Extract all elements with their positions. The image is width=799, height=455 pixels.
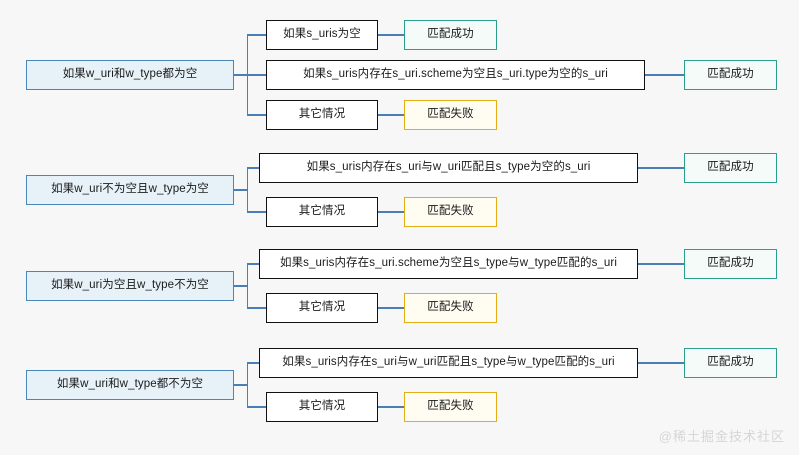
connector-arm-3-2 — [247, 307, 266, 309]
connector-arm-2-2 — [247, 211, 266, 213]
case-node-4-1[interactable]: 如果s_uris内存在s_uri与w_uri匹配且s_type与w_type匹配… — [259, 348, 638, 378]
connector-arm-2-1 — [247, 167, 259, 169]
connector-spine-4 — [247, 363, 249, 407]
connector-spine-2 — [247, 168, 249, 212]
connector-arm-1-1 — [247, 34, 266, 36]
case-node-3-2[interactable]: 其它情况 — [266, 293, 378, 323]
connector-result-1-3 — [378, 114, 404, 116]
connector-root-stem-4 — [234, 384, 247, 386]
connector-result-2-1 — [638, 167, 684, 169]
result-node-failure-3-2[interactable]: 匹配失败 — [404, 293, 497, 323]
result-node-failure-1-3[interactable]: 匹配失败 — [404, 100, 497, 130]
result-node-failure-4-2[interactable]: 匹配失败 — [404, 392, 497, 422]
result-node-success-2-1[interactable]: 匹配成功 — [684, 153, 777, 183]
root-node-2[interactable]: 如果w_uri不为空且w_type为空 — [26, 175, 234, 205]
case-node-4-2[interactable]: 其它情况 — [266, 392, 378, 422]
case-node-1-3[interactable]: 其它情况 — [266, 100, 378, 130]
connector-result-1-2 — [645, 74, 684, 76]
watermark: @稀土掘金技术社区 — [658, 429, 785, 444]
connector-root-stem-2 — [234, 189, 247, 191]
result-node-success-3-1[interactable]: 匹配成功 — [684, 249, 777, 279]
connector-result-1-1 — [378, 34, 404, 36]
connector-spine-3 — [247, 264, 249, 308]
result-node-success-4-1[interactable]: 匹配成功 — [684, 348, 777, 378]
case-node-2-1[interactable]: 如果s_uris内存在s_uri与w_uri匹配且s_type为空的s_uri — [259, 153, 638, 183]
connector-arm-1-2 — [247, 74, 266, 76]
connector-root-stem-3 — [234, 285, 247, 287]
case-node-3-1[interactable]: 如果s_uris内存在s_uri.scheme为空且s_type与w_type匹… — [259, 249, 638, 279]
connector-arm-4-2 — [247, 406, 266, 408]
connector-result-4-2 — [378, 406, 404, 408]
connector-arm-1-3 — [247, 114, 266, 116]
root-node-1[interactable]: 如果w_uri和w_type都为空 — [26, 60, 234, 90]
connector-result-3-1 — [638, 263, 684, 265]
connector-result-4-1 — [638, 362, 684, 364]
connector-arm-4-1 — [247, 362, 259, 364]
connector-root-stem-1 — [234, 74, 247, 76]
case-node-2-2[interactable]: 其它情况 — [266, 197, 378, 227]
case-node-1-1[interactable]: 如果s_uris为空 — [266, 20, 378, 50]
result-node-success-1-2[interactable]: 匹配成功 — [684, 60, 777, 90]
root-node-3[interactable]: 如果w_uri为空且w_type不为空 — [26, 271, 234, 301]
connector-arm-3-1 — [247, 263, 259, 265]
result-node-success-1-1[interactable]: 匹配成功 — [404, 20, 497, 50]
case-node-1-2[interactable]: 如果s_uris内存在s_uri.scheme为空且s_uri.type为空的s… — [266, 60, 645, 90]
connector-result-2-2 — [378, 211, 404, 213]
root-node-4[interactable]: 如果w_uri和w_type都不为空 — [26, 370, 234, 400]
result-node-failure-2-2[interactable]: 匹配失败 — [404, 197, 497, 227]
connector-result-3-2 — [378, 307, 404, 309]
